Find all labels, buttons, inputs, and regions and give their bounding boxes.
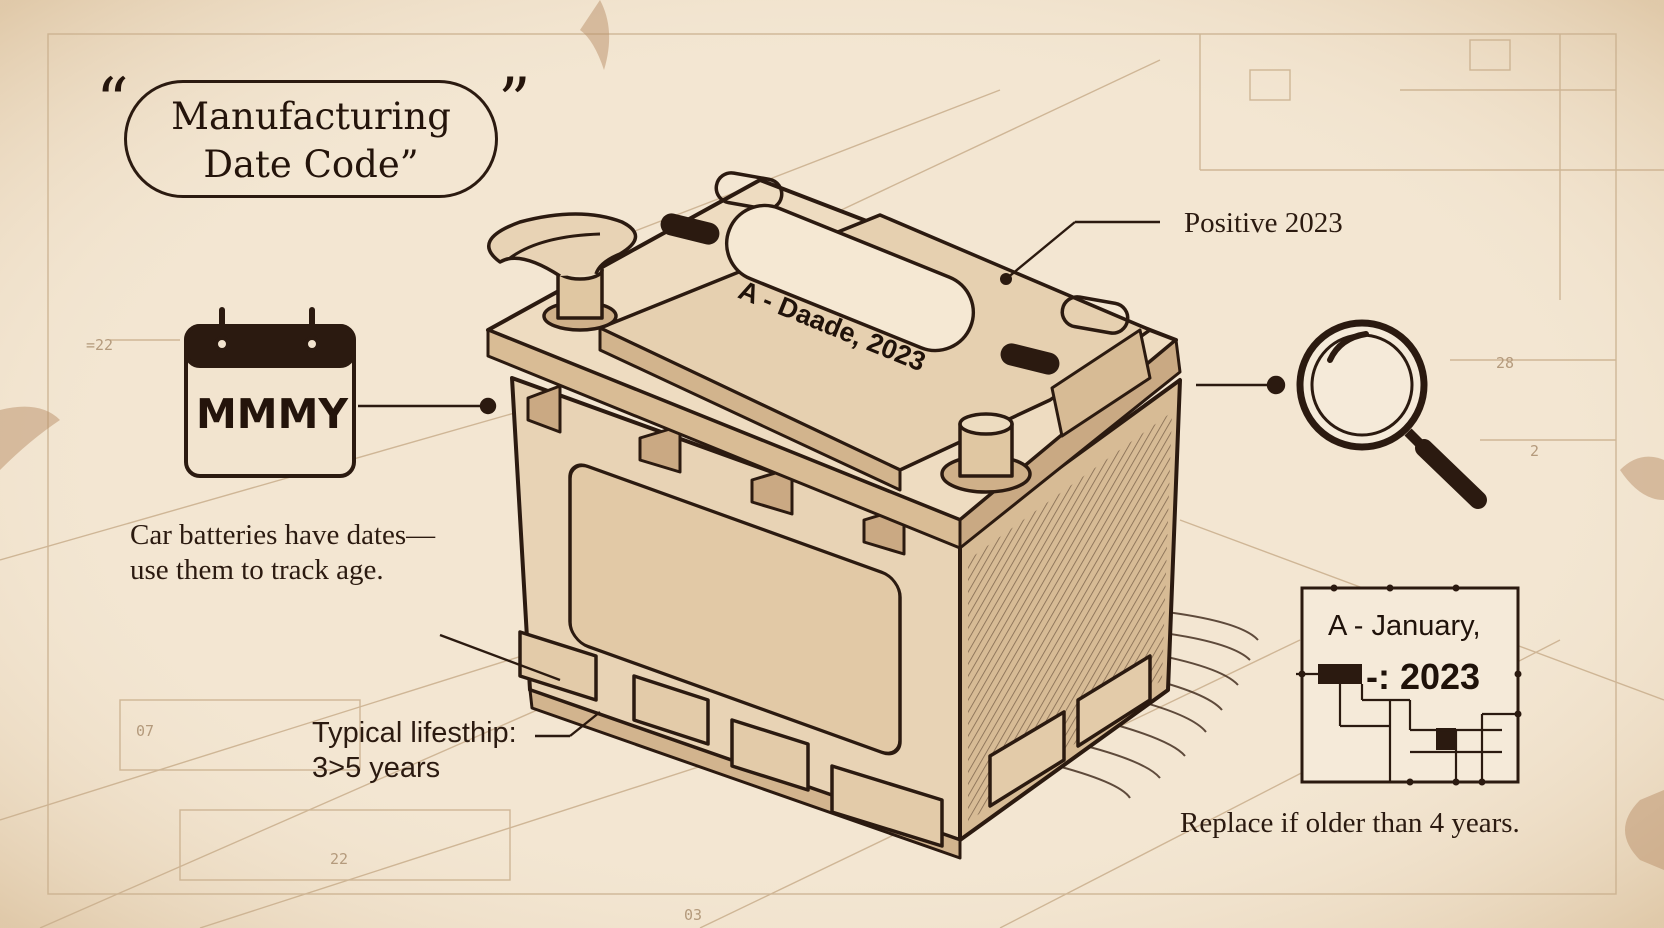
negative-terminal bbox=[487, 212, 638, 332]
dates-callout: Car batteries have dates— use them to tr… bbox=[130, 518, 435, 589]
blueprint-lines bbox=[0, 33, 1664, 928]
lifespan-callout: Typical lifesthip: 3>5 years bbox=[312, 716, 517, 787]
handle-holes bbox=[714, 171, 1130, 335]
margin-mark: =22 bbox=[86, 336, 114, 354]
lifespan-callout-line-2: 3>5 years bbox=[312, 752, 441, 785]
front-label-panel bbox=[568, 463, 902, 756]
battery-feet bbox=[518, 630, 1152, 848]
top-label-pill bbox=[724, 203, 976, 353]
code-box-line-2: -: 2023 bbox=[1366, 656, 1481, 697]
positive-callout: Positive 2023 bbox=[1184, 207, 1343, 239]
title-line-2: Date Code” bbox=[203, 143, 419, 186]
calendar-code: MMMY bbox=[196, 390, 349, 438]
dates-callout-line-1: Car batteries have dates— bbox=[130, 519, 436, 551]
vent-slots bbox=[660, 213, 1060, 375]
margin-mark: 28 bbox=[1496, 354, 1515, 372]
diagram-title: Manufacturing Date Code” bbox=[124, 80, 498, 198]
title-line-1: Manufacturing bbox=[171, 95, 451, 138]
magnifier-icon bbox=[1296, 319, 1487, 509]
ink-stains bbox=[0, 0, 1664, 870]
margin-mark: 22 bbox=[330, 850, 349, 868]
lifespan-callout-line-1: Typical lifesthip: bbox=[312, 717, 517, 749]
title-open-quote: “ bbox=[96, 65, 129, 139]
code-box bbox=[1296, 584, 1522, 786]
replace-callout: Replace if older than 4 years. bbox=[1180, 807, 1520, 839]
title-close-quote: ” bbox=[498, 65, 531, 139]
leader-lines bbox=[358, 220, 1286, 738]
battery bbox=[486, 171, 1182, 860]
positive-terminal bbox=[940, 412, 1032, 494]
margin-mark: 03 bbox=[684, 906, 703, 924]
dates-callout-line-2: use them to track age. bbox=[130, 554, 384, 587]
margin-mark: 2 bbox=[1530, 442, 1540, 460]
code-box-line-1: A - January, bbox=[1328, 610, 1481, 642]
margin-mark: 07 bbox=[136, 722, 155, 740]
calendar-icon bbox=[184, 307, 356, 478]
